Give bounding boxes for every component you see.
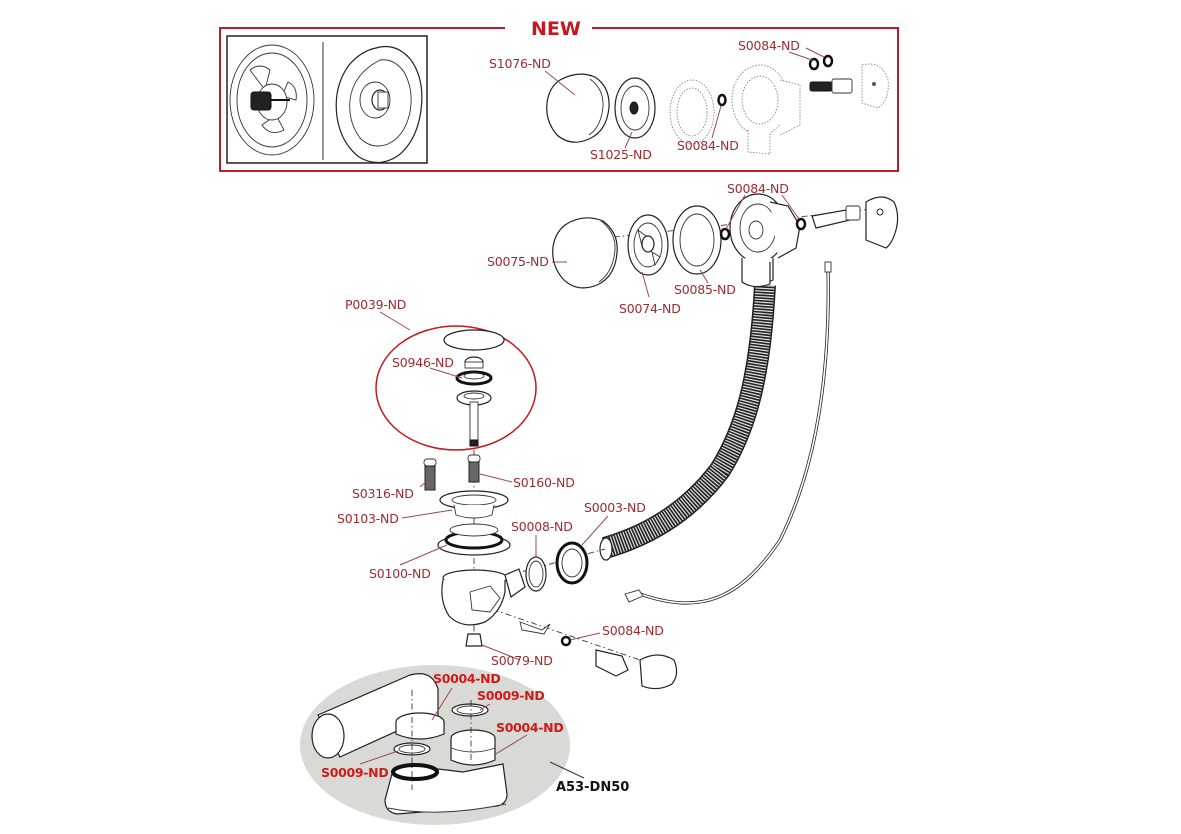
screw-S0160[interactable] [467, 454, 481, 483]
label-S0004-lower: S0004-ND [496, 720, 563, 735]
cap-nut-S0079[interactable] [465, 633, 483, 647]
bowden-cable [624, 261, 832, 605]
trap-kit-A53-DN50[interactable]: S0004-ND S0009-ND S0004-ND S0009-ND A53-… [300, 665, 629, 825]
label-S0084-waste: S0084-ND [602, 623, 664, 638]
label-A53-DN50: A53-DN50 [556, 780, 629, 795]
label-S0084-overflow: S0084-ND [727, 181, 789, 196]
overflow-seal-rear[interactable] [795, 217, 807, 231]
waste-body [441, 568, 526, 626]
label-S0008: S0008-ND [511, 519, 573, 534]
new-section: NEW [219, 18, 899, 172]
new-overflow-body-dotted [731, 64, 801, 155]
label-S0084-new-front: S0084-ND [677, 138, 739, 153]
plug-kit-P0039[interactable]: P0039-ND S0946-ND [345, 297, 537, 451]
label-S0316: S0316-ND [352, 486, 414, 501]
overflow-rosette-S0074[interactable] [627, 214, 669, 276]
overflow-body [729, 193, 801, 284]
overflow-cover-plate [865, 196, 899, 249]
gasket-S0100[interactable] [437, 523, 511, 556]
waste-cartridge [519, 621, 678, 690]
new-rosette-S1025[interactable] [614, 77, 656, 139]
waste-body-assembly: S0316-ND S0160-ND S0103-ND S0100-ND S000… [337, 450, 678, 690]
trap-nut-lower[interactable] [450, 729, 496, 766]
overflow-gasket-S0085[interactable] [672, 205, 722, 275]
label-S0103: S0103-ND [337, 511, 399, 526]
label-S0160: S0160-ND [513, 475, 575, 490]
new-seal-rings-rear[interactable] [808, 54, 834, 71]
label-S0085: S0085-ND [674, 282, 736, 297]
flexible-hose [599, 258, 776, 561]
new-section-title: NEW [531, 18, 581, 40]
ring-S0008[interactable] [525, 556, 547, 592]
label-P0039: P0039-ND [345, 297, 406, 312]
trap-pipe [311, 673, 439, 759]
rosette-detail-illustration [229, 44, 315, 156]
new-seal-ring-front[interactable] [717, 93, 727, 107]
label-S0009-upper: S0009-ND [477, 688, 544, 703]
new-gasket-dotted [669, 79, 715, 145]
label-S0074: S0074-ND [619, 301, 681, 316]
nut-S0003[interactable] [555, 541, 589, 585]
label-S1025: S1025-ND [590, 147, 652, 162]
plug-seal-S0946[interactable] [455, 370, 493, 386]
new-knob-S1076[interactable] [546, 73, 610, 143]
trap-seal-upper[interactable] [451, 703, 489, 717]
trap-nut-upper[interactable] [395, 712, 445, 740]
overflow-assembly: S0075-ND S0074-ND S0085-ND S0084-ND [487, 181, 899, 316]
label-S1076: S1076-ND [489, 56, 551, 71]
overflow-seal-front[interactable] [719, 227, 731, 241]
plug-kit-highlight-circle [375, 325, 537, 451]
label-S0075: S0075-ND [487, 254, 549, 269]
label-S0079: S0079-ND [491, 653, 553, 668]
detail-inset [226, 35, 428, 164]
screw-S0316[interactable] [423, 458, 437, 491]
knob-detail-illustration [335, 45, 423, 164]
label-S0003: S0003-ND [584, 500, 646, 515]
new-cartridge [809, 78, 853, 94]
overflow-cartridge [811, 205, 861, 229]
label-S0946: S0946-ND [392, 355, 454, 370]
label-S0084-new-rear: S0084-ND [738, 38, 800, 53]
new-section-frame [219, 27, 899, 172]
label-S0009-lower: S0009-ND [321, 765, 388, 780]
trap-base [384, 763, 508, 815]
new-cover-plate-dotted [861, 63, 889, 109]
flange-S0103[interactable] [439, 490, 509, 519]
label-S0004-upper: S0004-ND [433, 671, 500, 686]
label-S0100: S0100-ND [369, 566, 431, 581]
seal-S0084-waste[interactable] [560, 635, 572, 647]
overflow-knob-S0075[interactable] [552, 217, 618, 289]
